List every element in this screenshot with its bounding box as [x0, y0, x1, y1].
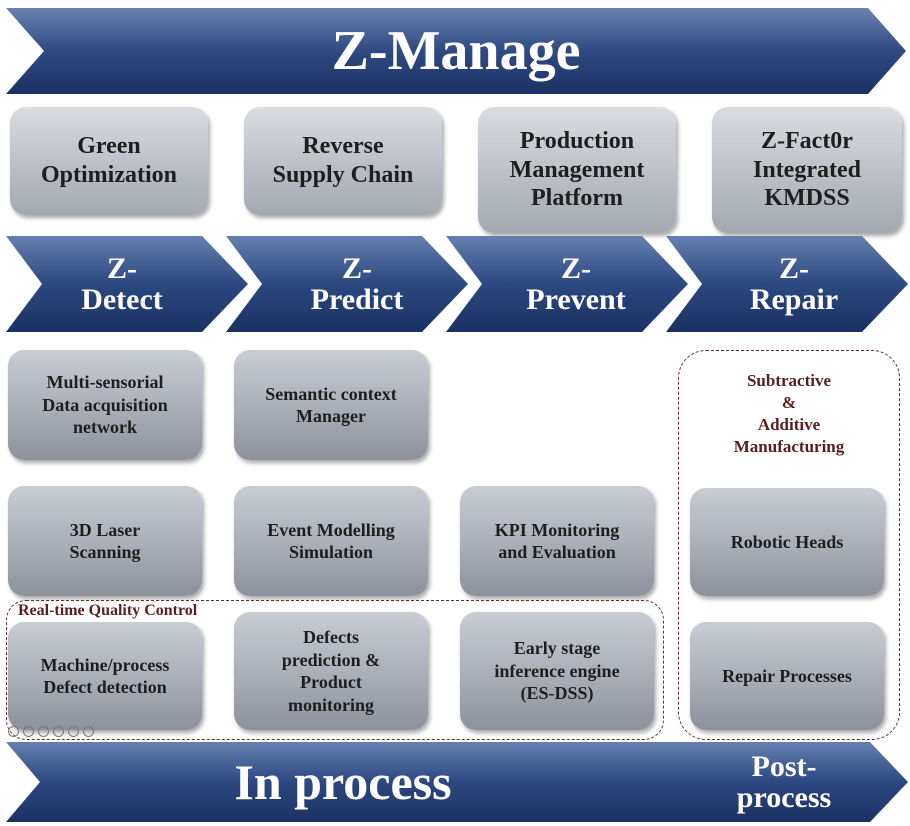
stage-label: Z- Repair — [749, 251, 839, 316]
kpi-monitoring-box: KPI Monitoring and Evaluation — [460, 486, 654, 596]
page-title: Z-Manage — [331, 19, 581, 82]
component-label: Multi-sensorial Data acquisition network — [42, 372, 168, 438]
component-label: Early stage inference engine (ES-DSS) — [494, 638, 620, 704]
stage-detect-arrow: Z- Detect — [6, 236, 248, 332]
stage-prevent-arrow: Z- Prevent — [446, 236, 688, 332]
quality-control-label: Real-time Quality Control — [18, 602, 198, 619]
component-label: Defects prediction & Product monitoring — [281, 627, 381, 715]
semantic-context-box: Semantic context Manager — [234, 350, 428, 460]
event-modelling-box: Event Modelling Simulation — [234, 486, 428, 596]
solution-label: Reverse Supply Chain — [272, 133, 414, 188]
robotic-heads-box: Robotic Heads — [690, 488, 884, 596]
early-stage-box: Early stage inference engine (ES-DSS) — [460, 612, 654, 730]
post-process-arrow: Post- process — [640, 742, 908, 822]
solution-zfactor-kmdss: Z-Fact0r Integrated KMDSS — [712, 107, 902, 233]
stage-label: Z- Prevent — [526, 251, 626, 316]
in-process-arrow: In process — [6, 742, 700, 822]
component-label: Robotic Heads — [730, 531, 844, 552]
stage-label: Z- Detect — [81, 251, 163, 316]
defects-prediction-box: Defects prediction & Product monitoring — [234, 612, 428, 730]
in-process-label: In process — [234, 753, 452, 810]
component-label: 3D Laser Scanning — [69, 519, 141, 563]
post-process-label: Post- process — [736, 749, 832, 814]
laser-scanning-box: 3D Laser Scanning — [8, 486, 202, 596]
component-label: Machine/process Defect detection — [40, 654, 170, 698]
solution-reverse-supply-chain: Reverse Supply Chain — [244, 107, 442, 215]
component-label: KPI Monitoring and Evaluation — [494, 519, 620, 563]
header-arrow: Z-Manage — [6, 8, 906, 94]
circle-icon — [23, 726, 34, 737]
stage-label: Z- Predict — [310, 251, 404, 316]
circle-icon — [68, 726, 79, 737]
multi-sensorial-box: Multi-sensorial Data acquisition network — [8, 350, 202, 460]
component-label: Event Modelling Simulation — [267, 519, 395, 563]
manufacturing-group — [678, 350, 900, 740]
stage-predict-arrow: Z- Predict — [226, 236, 468, 332]
component-label: Repair Processes — [722, 665, 852, 686]
toolbar-icons — [8, 726, 94, 737]
solution-production-management: Production Management Platform — [478, 107, 676, 233]
component-label: Semantic context Manager — [265, 383, 397, 427]
solution-label: Z-Fact0r Integrated KMDSS — [753, 127, 861, 212]
circle-icon — [83, 726, 94, 737]
quality-control-group — [6, 600, 664, 740]
circle-icon — [8, 726, 19, 737]
circle-icon — [38, 726, 49, 737]
machine-defect-box: Machine/process Defect detection — [8, 622, 202, 730]
manufacturing-label: Subtractive & Additive Manufacturing — [733, 371, 845, 457]
solution-label: Production Management Platform — [509, 127, 645, 212]
solution-label: Green Optimization — [41, 133, 177, 188]
stage-repair-arrow: Z- Repair — [666, 236, 908, 332]
solution-green-optimization: Green Optimization — [10, 107, 208, 215]
circle-icon — [53, 726, 64, 737]
repair-processes-box: Repair Processes — [690, 622, 884, 730]
